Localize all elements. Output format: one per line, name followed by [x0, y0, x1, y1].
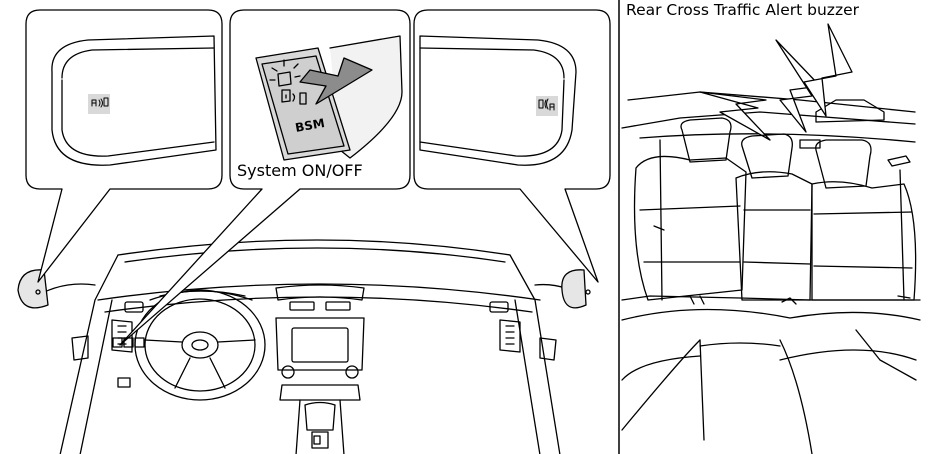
- rear-cross-traffic-alert-buzzer-label: Rear Cross Traffic Alert buzzer: [624, 3, 861, 19]
- system-on-off-label: System ON/OFF: [236, 163, 364, 179]
- rear-seat-illustration: [622, 24, 920, 454]
- right-mirror-callout: [414, 10, 610, 282]
- left-indicator: [88, 94, 110, 114]
- dashboard-illustration: [18, 240, 590, 454]
- left-mirror-callout: [26, 10, 222, 282]
